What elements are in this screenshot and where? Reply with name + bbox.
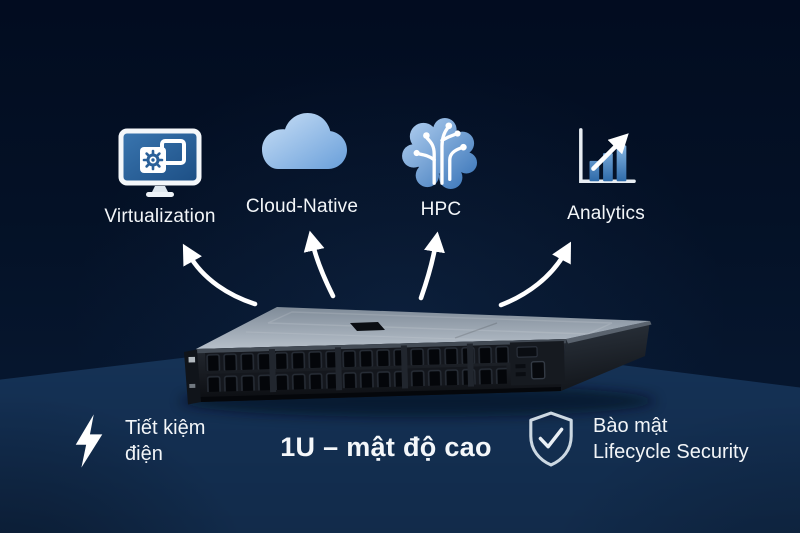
cloud-icon	[262, 113, 347, 169]
use-case-hpc: HPC	[346, 117, 536, 221]
server-rack-ear	[184, 349, 201, 405]
feature-security: Bào mật Lifecycle Security	[526, 410, 749, 468]
server-image	[184, 307, 652, 405]
use-case-virtualization: Virtualization	[60, 128, 260, 228]
lightning-bolt-icon	[75, 414, 103, 468]
shield-check-icon	[529, 411, 573, 467]
use-case-label: Virtualization	[104, 206, 216, 227]
server-lid-badge	[350, 322, 385, 331]
feature-power-saving: Tiết kiệm điện	[70, 412, 205, 470]
hpc-cloud-circuit-icon	[402, 117, 478, 190]
use-case-label: Analytics	[567, 203, 645, 224]
feature-security-line1: Bào mật	[593, 414, 668, 437]
use-case-analytics: Analytics	[511, 126, 701, 225]
virtualization-icon	[118, 128, 202, 197]
use-case-label: HPC	[420, 199, 462, 220]
analytics-chart-icon	[579, 128, 636, 183]
use-case-label: Cloud-Native	[245, 196, 359, 217]
feature-density-title: 1U – mật độ cao	[280, 432, 492, 462]
arrow-analytics-icon	[498, 241, 572, 308]
arrows-to-use-cases	[182, 230, 572, 308]
feature-power-line1: Tiết kiệm	[125, 416, 206, 439]
arrow-cloud-native-icon	[303, 230, 336, 299]
arrow-virtualization-icon	[182, 243, 258, 307]
feature-power-line2: điện	[125, 443, 163, 465]
use-case-cloud-native: Cloud-Native	[207, 111, 397, 218]
arrow-hpc-icon	[418, 231, 445, 301]
feature-security-line2: Lifecycle Security	[593, 441, 749, 463]
